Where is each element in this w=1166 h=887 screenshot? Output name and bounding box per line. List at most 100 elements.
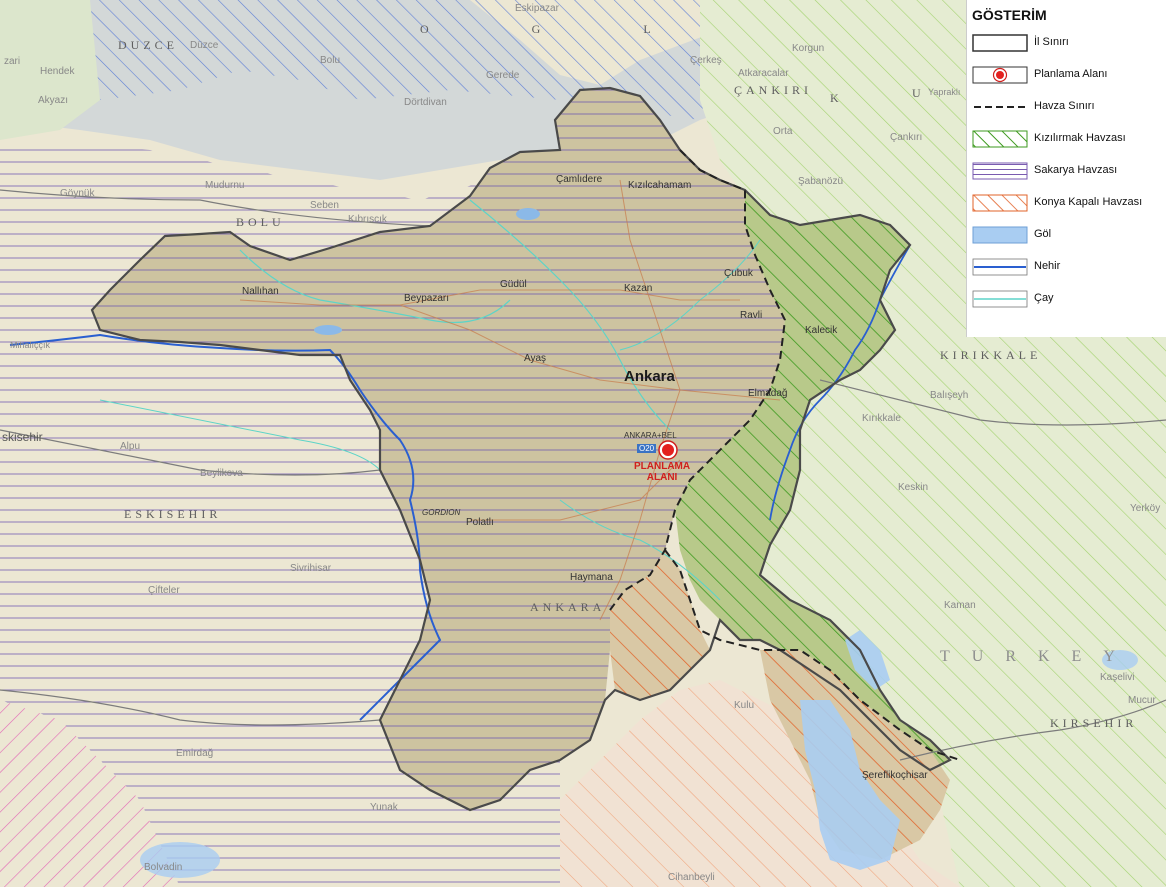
place-ayas: Ayaş xyxy=(524,353,547,364)
province-border-north xyxy=(0,189,431,227)
place-seben: Seben xyxy=(310,200,339,211)
place-haymana: Haymana xyxy=(570,572,613,583)
ring-road-label: ANKARA+BEL xyxy=(624,431,677,440)
east-kizilirmak-hatch xyxy=(680,0,1166,887)
region-duzce: DUZCE xyxy=(118,38,178,52)
place-yerkoy: Yerköy xyxy=(1130,503,1161,514)
place-kaselivi: Kaşelivi xyxy=(1100,672,1135,683)
stream-4 xyxy=(99,399,381,471)
legend-item-province-boundary: İl Sınırı xyxy=(972,32,1162,56)
place-atkaracalar: Atkaracalar xyxy=(738,68,789,79)
region-zonguldak: O G L xyxy=(420,22,701,36)
place-beylikova: Beylikova xyxy=(200,468,243,479)
region-cankiri: ÇANKIRI xyxy=(734,83,812,97)
sakarya-river xyxy=(9,333,442,721)
east-lake xyxy=(1102,650,1138,670)
southwest-lake xyxy=(140,842,220,878)
region-kirikkale: KIRIKKALE xyxy=(940,348,1042,362)
map-legend: GÖSTERİM İl Sınırı Planlama Alanı Havza … xyxy=(966,0,1166,337)
province-boundary-icon xyxy=(972,34,1028,52)
place-kulu: Kulu xyxy=(734,700,755,711)
province-border-east xyxy=(819,379,1166,426)
region-eskisehir: ESKISEHIR xyxy=(124,507,222,521)
place-mudurnu: Mudurnu xyxy=(205,180,245,191)
place-yunak: Yunak xyxy=(370,802,398,813)
region-country: TURKEY xyxy=(940,648,1137,665)
legend-item-konya: Konya Kapalı Havzası xyxy=(972,192,1162,216)
legend-label: Kızılırmak Havzası xyxy=(1034,132,1126,144)
stream-1 xyxy=(469,199,671,431)
legend-label: Sakarya Havzası xyxy=(1034,164,1118,176)
place-gudul: Güdül xyxy=(500,279,527,290)
place-ciftler: Çifteler xyxy=(148,585,180,596)
place-kizilcahamam: Kızılcahamam xyxy=(628,180,692,191)
river-icon xyxy=(972,258,1028,276)
region-eskisehir-partial: skisehir xyxy=(2,430,43,444)
place-sabanozu: Şabanözü xyxy=(798,176,844,187)
region-cankiri-k: K xyxy=(830,91,843,105)
legend-item-planning-area: Planlama Alanı xyxy=(972,64,1162,88)
capital-label: Ankara xyxy=(624,368,675,385)
roads xyxy=(239,179,781,621)
place-akyazi: Akyazı xyxy=(38,95,69,106)
legend-label: Nehir xyxy=(1034,260,1061,272)
place-sivrihisar: Sivrihisar xyxy=(290,563,332,574)
region-ankara: ANKARA xyxy=(530,600,606,614)
place-nallihan: Nallıhan xyxy=(242,286,279,297)
sariyar-lake xyxy=(314,325,342,335)
legend-item-river: Nehir xyxy=(972,256,1162,280)
place-dortdivan: Dörtdivan xyxy=(404,97,447,108)
basin-boundary-icon xyxy=(974,106,1026,108)
place-kirikkale-town: Kırıkkale xyxy=(862,413,901,424)
legend-item-basin-boundary: Havza Sınırı xyxy=(972,96,1162,120)
basin-divide-line-south xyxy=(664,549,961,761)
province-border-east-2 xyxy=(899,699,1166,761)
place-beypazari: Beypazarı xyxy=(404,293,450,304)
lake-icon xyxy=(972,226,1028,244)
place-duzce: Düzce xyxy=(190,40,219,51)
place-alpu: Alpu xyxy=(120,441,141,452)
place-emirdag: Emirdağ xyxy=(176,748,214,759)
place-bolvadin: Bolvadin xyxy=(144,862,183,873)
region-cankiri-u: U xyxy=(912,86,925,100)
ankara-province-hatch xyxy=(92,88,785,810)
region-kirsehir: KIRSEHIR xyxy=(1050,716,1138,730)
place-eskipazar: Eskipazar xyxy=(515,3,559,14)
region-bolu: BOLU xyxy=(236,215,285,229)
place-korgun: Korgun xyxy=(792,43,825,54)
konya-hatch-icon xyxy=(972,194,1028,212)
place-camlidere: Çamlıdere xyxy=(556,174,603,185)
place-yapraki: Yapraklı xyxy=(928,87,961,97)
ankara-province-boundary xyxy=(90,86,952,812)
legend-item-kizilirmak: Kızılırmak Havzası xyxy=(972,128,1162,152)
place-ravli: Ravli xyxy=(740,310,763,321)
legend-label: İl Sınırı xyxy=(1034,36,1069,48)
legend-label: Planlama Alanı xyxy=(1034,68,1108,80)
place-gordion: GORDION xyxy=(422,508,461,517)
legend-label: Havza Sınırı xyxy=(1034,100,1095,112)
legend-item-stream: Çay xyxy=(972,288,1162,312)
stream-icon xyxy=(972,290,1028,308)
road-shield: O20 xyxy=(637,444,657,453)
place-bolu-town: Bolu xyxy=(320,55,341,66)
province-border-west xyxy=(0,429,381,476)
place-cerkes: Çerkeş xyxy=(690,55,722,66)
place-kaman: Kaman xyxy=(944,600,976,611)
place-orta: Orta xyxy=(773,126,793,137)
place-keskin: Keskin xyxy=(898,482,929,493)
place-mucur: Mucur xyxy=(1128,695,1156,706)
place-balisekh: Balışeyh xyxy=(930,390,969,401)
place-goynuk: Göynük xyxy=(60,188,95,199)
legend-title: GÖSTERİM xyxy=(972,7,1047,23)
legend-item-sakarya: Sakarya Havzası xyxy=(972,160,1162,184)
legend-label: Konya Kapalı Havzası xyxy=(1034,196,1143,208)
legend-item-lake: Göl xyxy=(972,224,1162,248)
stream-3 xyxy=(559,499,721,601)
tuz-lake xyxy=(800,700,900,870)
place-gerede: Gerede xyxy=(486,70,520,81)
place-mihaliccik: Mihalıççık xyxy=(10,340,51,350)
region-sakarya-partial: zari xyxy=(4,56,21,67)
planning-area-label-1: PLANLAMA xyxy=(634,461,691,472)
planning-area-marker[interactable] xyxy=(658,440,678,460)
kizilirmak-hatch-icon xyxy=(972,130,1028,148)
